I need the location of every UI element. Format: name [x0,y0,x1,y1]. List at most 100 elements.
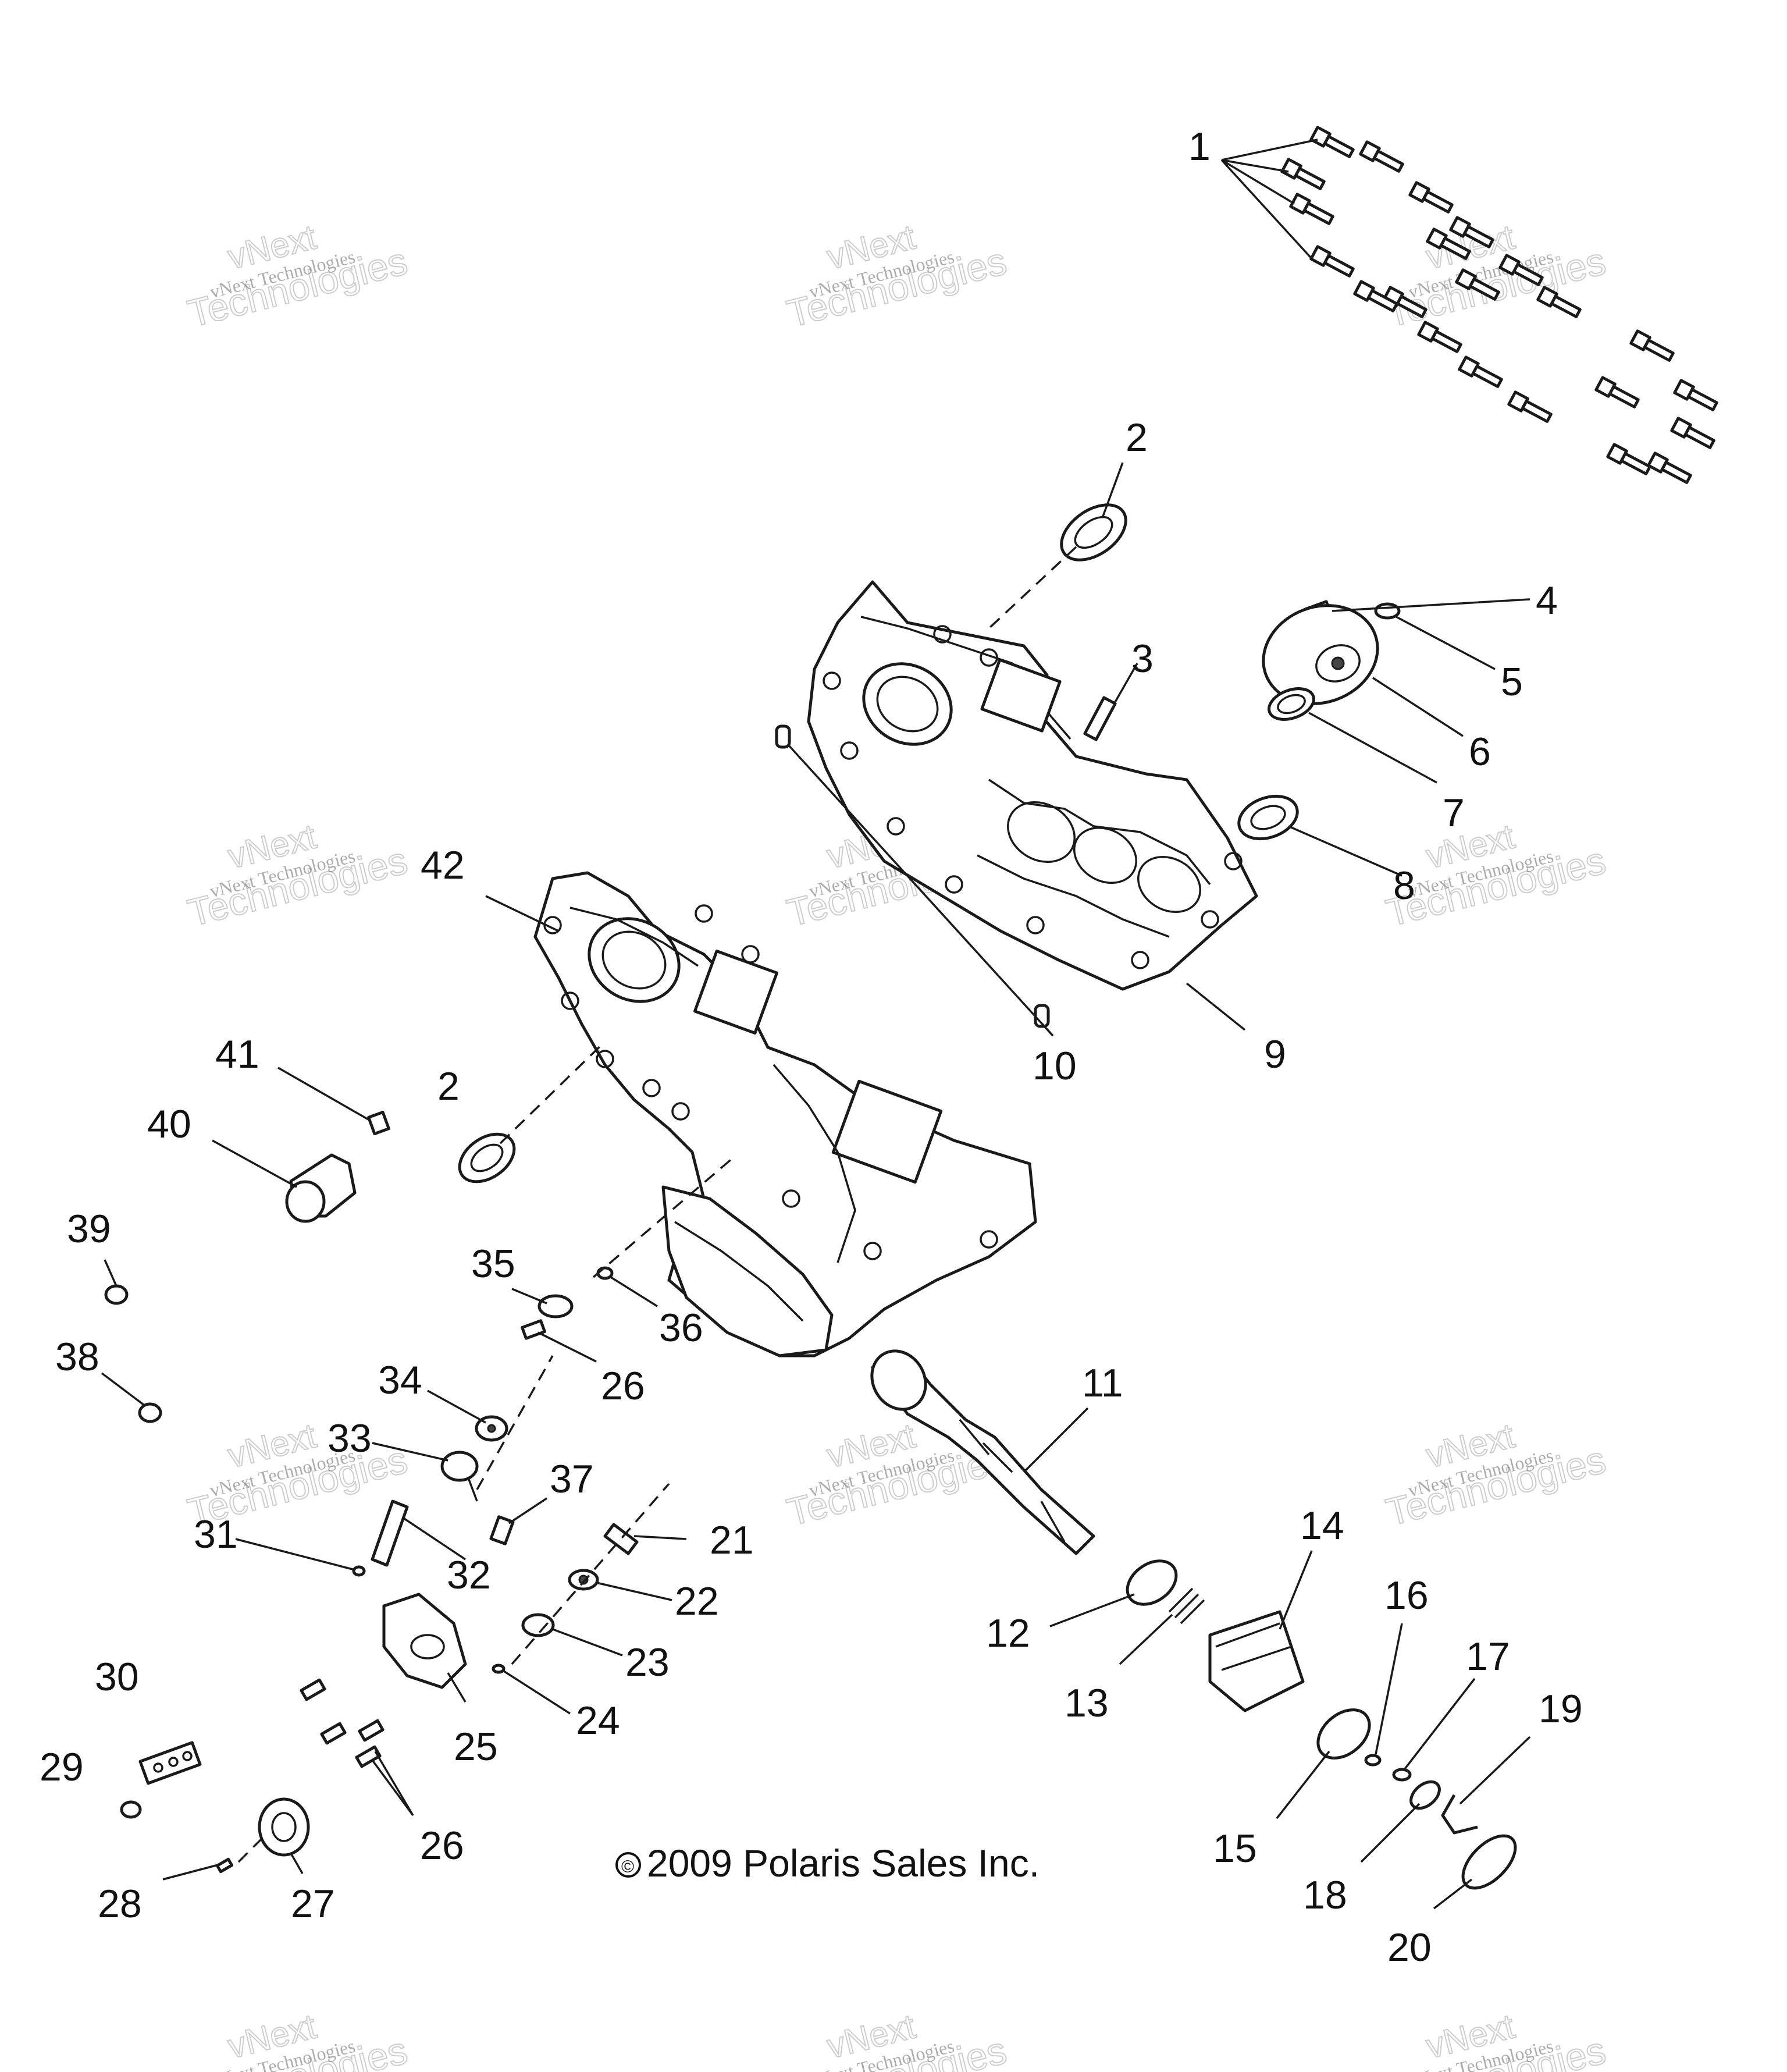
bolt [1359,140,1404,173]
bolt [1449,216,1494,248]
callout-26-top: 26 [601,1364,645,1408]
callout-30: 30 [95,1655,139,1699]
leader-lines [101,138,1531,1910]
callout-36: 36 [659,1306,703,1350]
callout-10: 10 [1033,1044,1077,1088]
assembly-lines [237,546,1077,1863]
bolt [1426,228,1471,260]
oring-part-36 [596,1266,614,1280]
callout-29: 29 [40,1745,84,1789]
cover-part-20 [1461,1834,1517,1890]
callout-40: 40 [147,1102,191,1146]
seal-part-2-top [1060,503,1127,561]
callout-15: 15 [1213,1826,1257,1871]
bracket-part-30 [138,1741,202,1785]
bolt [1498,254,1544,286]
bolt-part-26-top [521,1319,546,1340]
oring-part-31 [352,1565,366,1577]
pin-part-28 [215,1857,234,1874]
nut-part-22 [568,1569,599,1591]
bolt [1606,443,1651,475]
bolt [1536,286,1582,318]
bolt [1507,390,1553,423]
stud-part-3 [1083,696,1117,741]
nut-part-29 [120,1800,142,1819]
spring-part-37 [489,1515,515,1545]
callout-labels: 1 2 3 4 5 6 7 8 9 10 11 12 13 14 15 16 1… [40,125,1583,1970]
plug-part-41 [367,1110,390,1136]
callout-31: 31 [194,1512,238,1556]
callout-7: 7 [1443,791,1465,835]
callout-28: 28 [98,1882,142,1926]
bolts-part-26-bottom [300,1678,385,1768]
callout-1: 1 [1188,125,1211,169]
callout-37: 37 [550,1457,594,1501]
bolt [1647,452,1692,484]
ring-part-16 [1364,1754,1382,1767]
bolt [1280,158,1326,190]
bolt [1353,280,1398,312]
bolt [1594,376,1640,408]
callout-22: 22 [675,1579,719,1623]
callout-17: 17 [1466,1634,1510,1679]
bearing-part-15 [1316,1708,1371,1760]
copyright-symbol-text: © [621,1857,634,1876]
fitting-part-35 [537,1294,574,1318]
callout-6: 6 [1469,730,1491,774]
clip-part-19 [1441,1794,1478,1835]
nut-part-39 [104,1284,129,1305]
callout-2-left: 2 [437,1064,460,1108]
copyright-notice: © 2009 Polaris Sales Inc. [615,1842,1040,1885]
seal-part-12 [1126,1559,1178,1606]
oring-part-24 [492,1664,506,1674]
callout-23: 23 [625,1640,670,1684]
callout-26-bottom: 26 [420,1824,464,1868]
callout-20: 20 [1387,1925,1432,1970]
callout-11: 11 [1082,1361,1123,1405]
crankcase-right-part-9 [807,580,1258,991]
bolt [1458,356,1503,388]
callout-8: 8 [1393,863,1415,908]
shaft-part-11 [870,1349,1095,1555]
pump-housing-part-25 [382,1593,467,1689]
callout-41: 41 [215,1032,259,1076]
bolt [1455,268,1500,301]
callout-27: 27 [291,1882,335,1926]
callout-18: 18 [1303,1873,1347,1917]
washer-part-5 [1374,602,1401,620]
pulley-part-27 [258,1797,310,1857]
gear-part-33 [440,1451,479,1502]
spring-part-17 [1392,1768,1412,1782]
bolt [1289,193,1334,225]
spring-part-21 [603,1523,639,1555]
callout-4: 4 [1536,578,1558,623]
callout-21: 21 [710,1518,754,1562]
bolt [1309,245,1355,278]
callout-24: 24 [576,1698,620,1743]
callout-35: 35 [471,1242,515,1286]
callout-2-top: 2 [1126,415,1148,460]
callout-38: 38 [55,1335,99,1379]
bolt [1629,329,1675,362]
nut-part-38 [138,1402,162,1423]
spring-part-13 [1168,1587,1205,1625]
callout-33: 33 [328,1416,372,1460]
callout-25: 25 [454,1725,498,1769]
gear-part-14 [1208,1610,1305,1712]
bolt-set-part-1 [1280,126,1718,484]
bolt [1417,321,1462,353]
callout-13: 13 [1065,1681,1109,1725]
rotor-part-6 [1262,604,1379,705]
shaft-part-32 [371,1499,409,1567]
callout-32: 32 [447,1553,491,1597]
bolt [1673,379,1718,411]
bearing-part-7 [1268,687,1315,721]
callout-14: 14 [1300,1504,1344,1548]
